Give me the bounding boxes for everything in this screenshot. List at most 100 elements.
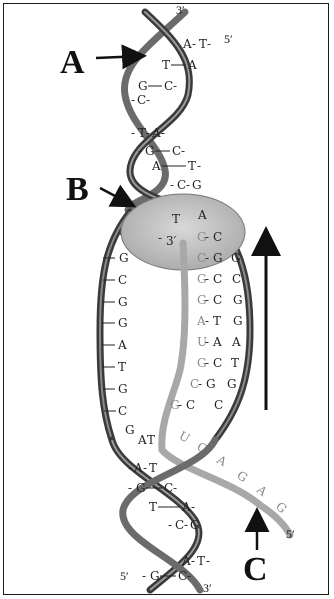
end-label-top-3: 3′: [176, 3, 185, 17]
base-left: T: [162, 58, 170, 72]
base-right: T: [188, 159, 196, 173]
base-left: A: [182, 37, 192, 51]
base-pair: A-T: [196, 314, 221, 328]
svg-text:-: -: [205, 356, 209, 370]
svg-text:-: -: [138, 144, 142, 158]
base-left: C: [137, 93, 146, 107]
base-pair: - T - A -: [131, 126, 165, 140]
svg-text:G: G: [231, 251, 241, 265]
base-right: T: [199, 37, 207, 51]
base-right: C: [164, 79, 173, 93]
base-pair: -C-G: [168, 518, 200, 532]
base-left: A: [151, 159, 161, 173]
svg-text:-: -: [205, 335, 209, 349]
end-label-top-5: 5′: [224, 32, 233, 46]
upper-base-pairs: A - T - T A G C - - C - - T - A -: [131, 37, 211, 192]
base-pair: - C - G: [170, 178, 202, 192]
base-right: C: [172, 144, 181, 158]
svg-text:-: -: [191, 554, 195, 568]
svg-text:-: -: [184, 518, 188, 532]
base-pair: G-C: [170, 398, 195, 412]
svg-text:C: C: [186, 398, 195, 412]
template-bases: T G C G G A T G C G: [117, 231, 135, 437]
svg-text:C: C: [213, 293, 222, 307]
template-base: G: [118, 382, 128, 396]
base-pair: G-C: [197, 293, 222, 307]
template-base: G: [118, 316, 128, 330]
svg-text:-: -: [205, 293, 209, 307]
template-base: G: [125, 423, 135, 437]
label-b-arrow: [100, 188, 132, 205]
svg-text:T: T: [231, 356, 239, 370]
svg-text:-: -: [181, 144, 185, 158]
label-a: A: [60, 44, 85, 81]
svg-text:-: -: [143, 461, 147, 475]
svg-text:-: -: [158, 231, 162, 245]
template-base: G: [119, 251, 129, 265]
svg-text:A: A: [181, 554, 191, 568]
svg-text:G: G: [227, 377, 237, 391]
label-c: C: [243, 551, 268, 588]
svg-text:T: T: [149, 461, 157, 475]
svg-text:-: -: [207, 37, 211, 51]
label-b: B: [66, 171, 89, 208]
end-label-bottom-5: 5′: [120, 569, 129, 583]
svg-text:-: -: [173, 481, 177, 495]
template-base: G: [118, 295, 128, 309]
svg-text:-: -: [191, 500, 195, 514]
base-pair: - C -: [131, 93, 150, 107]
svg-text:-: -: [146, 93, 150, 107]
template-base: C: [118, 404, 127, 418]
svg-text:-: -: [197, 159, 201, 173]
base-pair: A-T-: [181, 554, 210, 568]
svg-text:C: C: [178, 569, 187, 583]
svg-text:A: A: [214, 452, 230, 469]
svg-text:-: -: [128, 461, 132, 475]
base-pair: A - T -: [182, 37, 211, 51]
base-left: G: [138, 79, 148, 93]
end-label: 5′: [286, 527, 295, 541]
base-left: G: [145, 144, 155, 158]
svg-text:-: -: [173, 79, 177, 93]
svg-text:-: -: [161, 126, 165, 140]
base-pair: AT: [137, 433, 155, 447]
svg-text:T: T: [197, 554, 205, 568]
base-pair: G-C: [197, 272, 222, 286]
end-label-bottom-3: 3′: [203, 581, 212, 595]
svg-text:U: U: [177, 428, 193, 445]
template-base: A: [117, 338, 127, 352]
svg-text:G: G: [234, 468, 250, 485]
svg-text:-: -: [206, 554, 210, 568]
template-base: T: [118, 360, 126, 374]
svg-text:-: -: [192, 37, 196, 51]
svg-text:-: -: [128, 481, 132, 495]
svg-text:G: G: [136, 481, 146, 495]
base-left: C: [177, 178, 186, 192]
svg-text:C: C: [213, 230, 222, 244]
svg-text:-: -: [187, 569, 191, 583]
svg-text:G: G: [190, 518, 200, 532]
svg-text:C: C: [213, 356, 222, 370]
svg-text:-: -: [198, 377, 202, 391]
svg-text:T: T: [149, 500, 157, 514]
svg-text:C: C: [175, 518, 184, 532]
base-pair: C-G: [190, 377, 216, 391]
svg-text:G: G: [150, 569, 160, 583]
base-pair: T A: [162, 58, 197, 72]
svg-text:-: -: [170, 178, 174, 192]
svg-text:-: -: [205, 230, 209, 244]
base-pair: G C -: [138, 79, 177, 93]
base-right: A: [187, 58, 197, 72]
svg-text:C: C: [164, 481, 173, 495]
base-right: A: [151, 126, 161, 140]
svg-text:-: -: [205, 314, 209, 328]
end-label: 3′: [166, 234, 177, 248]
svg-text:A: A: [253, 482, 270, 499]
svg-text:A: A: [133, 461, 143, 475]
svg-text:C: C: [214, 398, 223, 412]
svg-text:T: T: [172, 212, 180, 226]
svg-text:T: T: [147, 433, 155, 447]
svg-text:C: C: [213, 272, 222, 286]
svg-text:-: -: [142, 569, 146, 583]
